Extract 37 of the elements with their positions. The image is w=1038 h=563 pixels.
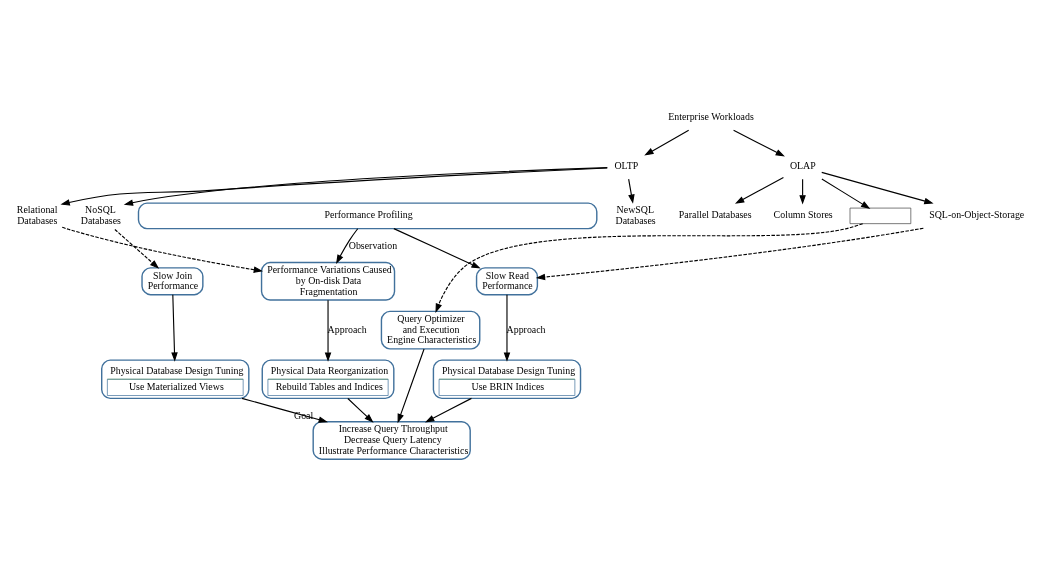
node-text: SQL-on-Object-Storage [929,208,1025,220]
node-text: OLAP [789,159,816,171]
arrow [61,226,264,273]
arrow [733,129,785,157]
node-box [849,207,912,224]
node-box: Slow Join Performance [141,266,204,295]
node-box: Query Optimizer and Execution Engine Characteristics [380,310,481,350]
arrow [425,397,472,422]
node-box: Performance Variations Caused by On-disk Data Fragmentation [260,261,396,301]
node-box: Performance Profiling [137,201,598,229]
arrow [503,293,511,362]
arrow [821,177,871,209]
arrow [435,222,864,313]
node-text: Parallel Databases [678,208,752,220]
arrow [535,227,924,280]
edge-label: Observation [348,239,398,251]
arrow [734,176,784,204]
node-text: Column Stores [773,208,833,220]
arrow [821,171,934,204]
node-text: NoSQL Databases [80,203,121,226]
node-box: Increase Query Throughput Decrease Query Latency Illustrate Performance Characteristics [312,420,471,460]
node-text: Enterprise Workloads [668,110,754,122]
node-text: NewSQL Databases [615,203,656,226]
arrow [347,397,374,423]
arrow [397,347,425,423]
arrow [241,397,328,423]
arrow [628,178,635,204]
node-text: Relational Databases [16,203,58,226]
arrow [393,227,481,269]
arrow [644,129,690,156]
node-box: Slow Read Performance [475,266,539,295]
node-text: OLTP [614,159,639,171]
arrow [324,299,332,362]
edge-label: Approach [506,323,546,335]
arrow [114,228,160,269]
arrow [171,293,178,362]
arrow [336,227,359,264]
